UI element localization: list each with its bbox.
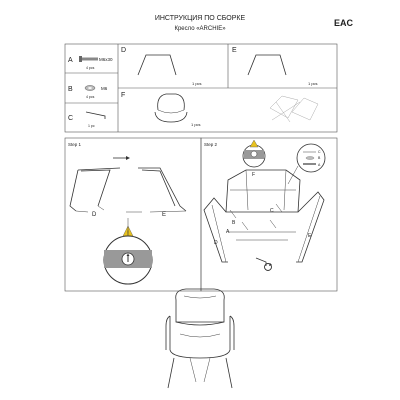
hex-key-icon: [85, 111, 106, 119]
step-2-panel: Step 2 C B A: [200, 137, 338, 292]
assembly-overview-sketch: [269, 95, 319, 123]
document-title: ИНСТРУКЦИЯ ПО СБОРКЕ: [155, 15, 246, 22]
part-a-qty: 4 pcs: [86, 66, 95, 70]
side-frame-d-drawing: [137, 54, 177, 76]
chair-body-drawing: [154, 93, 188, 123]
hex-key-tighten-icon: [255, 257, 272, 271]
bolt-icon: [79, 56, 98, 62]
step-1-panel: Step 1 D E !: [64, 137, 202, 292]
insert-arrow-icon: [113, 156, 130, 160]
part-a-size: M6x30: [99, 57, 113, 62]
part-f-letter: F: [121, 92, 125, 99]
callout-label-c: C: [318, 150, 321, 154]
chair-assembly-drawing: [203, 169, 325, 263]
step-1-label-e: E: [162, 212, 166, 218]
washer-icon: [84, 85, 96, 91]
assembled-chair-drawing: [165, 288, 235, 389]
frame-d-drawing: [69, 167, 121, 213]
side-frame-e-drawing: [247, 54, 287, 76]
parts-panel: A M6x30 4 pcs B M6 4 pcs C 1 pc D 1 pcs …: [64, 43, 338, 133]
callout-label-a: A: [318, 163, 321, 167]
step-2-label-f: F: [252, 172, 255, 178]
part-d-qty: 1 pcs: [192, 81, 202, 86]
hardware-stack-callout: C B A: [296, 143, 326, 173]
part-c-letter: C: [68, 115, 73, 122]
step-1-label-d: D: [92, 212, 97, 218]
part-f-qty: 1 pcs: [191, 122, 201, 127]
part-e-letter: E: [232, 47, 237, 54]
part-b-qty: 4 pcs: [86, 95, 95, 99]
part-c-qty: 1 pc: [88, 124, 95, 128]
callout-label-b: B: [318, 156, 321, 160]
part-b-letter: B: [68, 86, 73, 93]
part-d-letter: D: [121, 47, 126, 54]
step-2-label-e: E: [308, 233, 312, 239]
step-2-detail-callout: [242, 144, 266, 168]
step-2-title: Step 2: [204, 142, 218, 147]
frame-e-drawing: [126, 167, 187, 213]
step-2-label-d: D: [214, 240, 218, 246]
step-2-warning-icon: [249, 139, 259, 148]
step-2-label-a: A: [226, 229, 230, 235]
part-b-size: M6: [101, 86, 108, 91]
eac-mark: EAC: [334, 18, 354, 28]
step-2-label-c: C: [270, 208, 274, 214]
part-a-letter: A: [68, 57, 73, 64]
step-2-label-b: B: [232, 220, 236, 226]
step-1-title: Step 1: [68, 142, 82, 147]
joint-detail-callout: [103, 235, 153, 285]
product-name: Кресло «ARCHIE»: [174, 26, 226, 32]
part-e-qty: 1 pcs: [308, 81, 318, 86]
